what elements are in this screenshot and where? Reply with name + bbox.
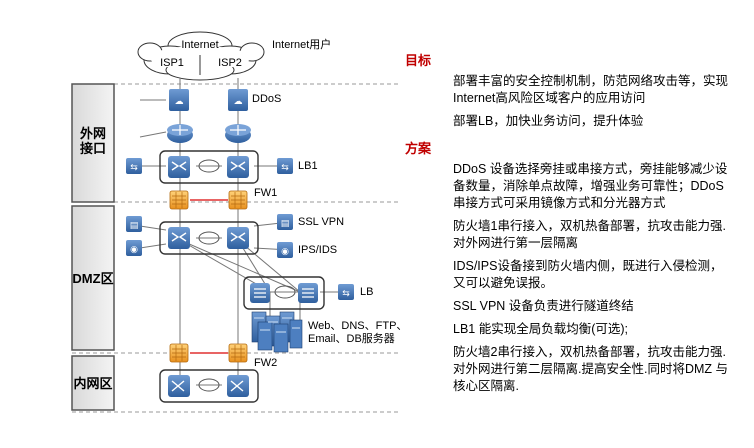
zone-label-inner: 内网区 (73, 376, 113, 391)
switch-dmz-right (227, 227, 249, 249)
description-panel: 目标 部署丰富的安全控制机制，防范网络攻击等，实现Internet高风险区域客户… (405, 50, 750, 401)
dmz-switch-group-box (159, 221, 259, 255)
switch-outer-right (227, 156, 249, 178)
lb-device-right (298, 283, 318, 303)
plan-item-6: 防火墙2串行接入，双机热备部署，抗攻击能力强.对外网进行第二层隔离.提高安全性.… (453, 345, 728, 393)
lb1-group-box (159, 150, 259, 184)
switch-dmz-left (168, 227, 190, 249)
internet-user-label: Internet用户 (272, 39, 332, 51)
svg-text:⇆: ⇆ (342, 289, 350, 299)
idsips-label: IPS/IDS (298, 244, 338, 256)
svg-text:▤: ▤ (130, 221, 139, 231)
firewall-fw2-left (169, 343, 189, 363)
server-stack (251, 311, 303, 353)
switch-outer-left (168, 156, 190, 178)
firewall-fw2-right (228, 343, 248, 363)
svg-text:◉: ◉ (281, 247, 289, 257)
svg-text:☁: ☁ (234, 97, 243, 107)
plan-item-4: SSL VPN 设备负责进行隧道终结 (453, 299, 634, 313)
sslvpn-label: SSL VPN (298, 216, 345, 228)
lb-group-box (243, 276, 325, 310)
plan-item-2: 防火墙1串行接入，双机热备部署，抗攻击能力强.对外网进行第一层隔离 (453, 219, 726, 250)
diagram-canvas: ☁ ☁ (71, 31, 400, 413)
router-right (225, 124, 251, 143)
fw1-label: FW1 (254, 187, 278, 199)
network-diagram: ☁ ☁ (71, 31, 408, 413)
isp2-label: ISP2 (218, 57, 242, 69)
ddos-device-right: ☁ (228, 89, 248, 111)
side-device-lb1-right: ⇆ (277, 158, 293, 174)
switch-inner-left (168, 375, 190, 397)
zone-label-dmz: DMZ区 (72, 271, 114, 286)
firewall-fw1-left (169, 190, 189, 210)
ddos-device-left: ☁ (169, 89, 189, 111)
side-device-dmz-left-top: ▤ (126, 216, 142, 232)
ddos-label: DDoS (252, 93, 282, 105)
side-device-lb: ⇆ (338, 284, 354, 300)
inner-switch-group-box (159, 369, 259, 403)
fw2-label: FW2 (254, 357, 278, 369)
goal-item-1: 部署丰富的安全控制机制，防范网络攻击等，实现Internet高风险区域客户的应用… (453, 74, 729, 105)
svg-text:☁: ☁ (175, 97, 184, 107)
zone-label-outer-text: 外网 接口 (79, 126, 106, 156)
side-device-sslvpn: ▤ (277, 214, 293, 230)
lb-label: LB (360, 286, 374, 298)
firewall-fw1-right (228, 190, 248, 210)
servers-label: Web、DNS、FTP、 Email、DB服务器 (308, 320, 408, 345)
internet-label: Internet (181, 39, 218, 51)
side-device-dmz-left-bottom: ◉ (126, 240, 142, 256)
side-device-idsips: ◉ (277, 242, 293, 258)
side-device-outer-left (126, 128, 142, 144)
side-device-ddos-left (126, 92, 142, 108)
svg-text:▤: ▤ (281, 219, 290, 229)
svg-text:⇆: ⇆ (281, 163, 289, 173)
goal-title: 目标 (405, 53, 432, 68)
router-left (167, 124, 193, 143)
plan-item-5: LB1 能实现全局负载均衡(可选); (453, 322, 629, 336)
isp1-label: ISP1 (160, 57, 184, 69)
zone-box-inner (71, 355, 115, 411)
lb1-label: LB1 (298, 160, 318, 172)
plan-item-1: DDoS 设备选择旁挂或串接方式，旁挂能够减少设备数量，消除单点故障，增强业务可… (453, 162, 728, 210)
zone-box-dmz (71, 205, 115, 351)
lb-device-left (250, 283, 270, 303)
svg-text:◉: ◉ (130, 245, 138, 255)
side-device-lb1-left: ⇆ (126, 158, 142, 174)
svg-text:⇆: ⇆ (130, 163, 138, 173)
plan-item-3: IDS/IPS设备接到防火墙内侧，既进行入侵检测，又可以避免误报。 (453, 259, 723, 290)
plan-title: 方案 (405, 141, 432, 156)
goal-item-2: 部署LB，加快业务访问，提升体验 (453, 114, 644, 128)
zone-box-outer (71, 83, 115, 203)
switch-inner-right (227, 375, 249, 397)
zone-label-outer: 外网 接口 (72, 126, 114, 156)
